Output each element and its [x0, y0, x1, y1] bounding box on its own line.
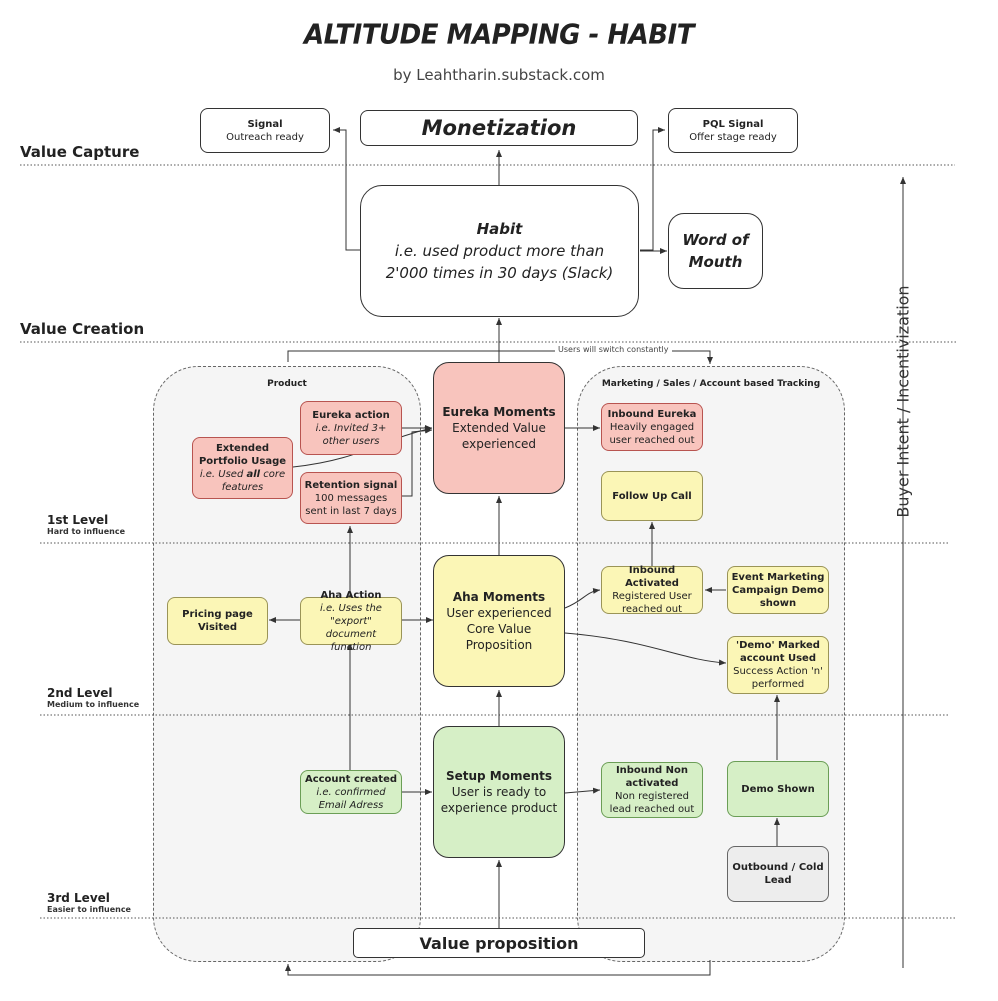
inbound-non-title: Inbound Non activated	[615, 765, 689, 789]
demo-shown-label: Demo Shown	[741, 783, 815, 795]
aha-action-box: Aha Action i.e. Uses the "export" docume…	[300, 590, 402, 653]
monetization-box: Monetization	[360, 110, 638, 146]
pricing-label: Pricing page Visited	[182, 609, 253, 633]
event-marketing-label: Event Marketing Campaign Demo shown	[731, 571, 825, 609]
aha-moments-box: Aha Moments User experienced Core Value …	[433, 555, 565, 687]
inbound-eureka-title: Inbound Eureka	[607, 408, 697, 420]
account-title: Account created	[304, 773, 398, 785]
inbound-eureka-box: Inbound Eureka Heavily engaged user reac…	[601, 403, 703, 451]
account-created-box: Account created i.e. confirmed Email Adr…	[300, 770, 402, 814]
page-title: ALTITUDE MAPPING - HABIT	[304, 19, 694, 51]
word-of-mouth-box: Word of Mouth	[668, 213, 763, 289]
level-3-note: Easier to influence	[47, 905, 131, 914]
eureka-action-title: Eureka action	[312, 409, 390, 421]
level-2-name: 2nd Level	[47, 686, 113, 700]
retention-text: 100 messages sent in last 7 days	[305, 492, 397, 517]
inbound-activated-title: Inbound Activated	[625, 565, 679, 589]
marketing-region-title: Marketing / Sales / Account based Tracki…	[601, 379, 821, 389]
monetization-label: Monetization	[421, 115, 577, 140]
eureka-moments-text: Extended Value experienced	[452, 421, 546, 451]
extended-portfolio-text: i.e. Used all core features	[199, 469, 286, 493]
setup-moments-text: User is ready to experience product	[440, 785, 558, 815]
page-subtitle: by Leahtharin.substack.com	[393, 66, 605, 84]
aha-action-title: Aha Action	[320, 589, 382, 601]
aha-moments-title: Aha Moments	[452, 590, 546, 604]
zone-label-value-creation: Value Creation	[20, 320, 145, 338]
signal-title: Signal	[247, 118, 283, 130]
inbound-non-activated-box: Inbound Non activated Non registered lea…	[601, 762, 703, 818]
inbound-non-text: Non registered lead reached out	[609, 791, 695, 815]
extended-portfolio-title: Extended Portfolio Usage	[198, 443, 287, 467]
follow-up-label: Follow Up Call	[612, 490, 692, 502]
level-2-label: 2nd Level Medium to influence	[47, 687, 139, 711]
demo-shown-box: Demo Shown	[727, 761, 829, 817]
level-1-label: 1st Level Hard to influence	[47, 514, 125, 538]
inbound-eureka-text: Heavily engaged user reached out	[609, 421, 695, 446]
aha-action-text: i.e. Uses the "export" document function	[320, 602, 382, 653]
eureka-action-text: i.e. Invited 3+ other users	[315, 422, 387, 447]
pricing-page-box: Pricing page Visited	[167, 597, 268, 645]
switch-note: Users will switch constantly	[555, 345, 672, 354]
event-marketing-box: Event Marketing Campaign Demo shown	[727, 566, 829, 614]
pql-text: Offer stage ready	[689, 131, 777, 143]
follow-up-call-box: Follow Up Call	[601, 471, 703, 521]
eureka-moments-box: Eureka Moments Extended Value experience…	[433, 362, 565, 494]
account-text: i.e. confirmed Email Adress	[316, 786, 386, 811]
habit-title: Habit	[476, 220, 523, 238]
level-3-label: 3rd Level Easier to influence	[47, 892, 131, 916]
demo-marked-box: 'Demo' Marked account Used Success Actio…	[727, 636, 829, 694]
zone-label-value-capture: Value Capture	[20, 143, 140, 161]
level-2-note: Medium to influence	[47, 700, 140, 709]
signal-text: Outreach ready	[226, 131, 304, 143]
pql-title: PQL Signal	[702, 118, 764, 130]
habit-box: Habit i.e. used product more than 2'000 …	[360, 185, 639, 317]
setup-moments-box: Setup Moments User is ready to experienc…	[433, 726, 565, 858]
inbound-activated-text: Registered User reached out	[612, 591, 692, 615]
outbound-label: Outbound / Cold Lead	[732, 862, 824, 886]
eureka-moments-title: Eureka Moments	[442, 405, 556, 419]
word-of-mouth-label: Word of Mouth	[682, 231, 749, 271]
level-1-name: 1st Level	[47, 513, 109, 527]
signal-box: Signal Outreach ready	[200, 108, 330, 153]
aha-moments-text: User experienced Core Value Proposition	[446, 606, 552, 652]
level-1-note: Hard to influence	[47, 527, 126, 536]
demo-marked-text: Success Action 'n' performed	[733, 666, 823, 690]
pql-signal-box: PQL Signal Offer stage ready	[668, 108, 798, 153]
level-3-name: 3rd Level	[47, 891, 110, 905]
retention-signal-box: Retention signal 100 messages sent in la…	[300, 472, 402, 524]
inbound-activated-box: Inbound Activated Registered User reache…	[601, 565, 703, 615]
eureka-action-box: Eureka action i.e. Invited 3+ other user…	[300, 401, 402, 455]
value-proposition-box: Value proposition	[353, 928, 645, 958]
extended-portfolio-box: Extended Portfolio Usage i.e. Used all c…	[192, 437, 293, 499]
demo-marked-title: 'Demo' Marked account Used	[736, 640, 820, 664]
habit-text: i.e. used product more than 2'000 times …	[385, 242, 614, 282]
product-region-title: Product	[267, 379, 307, 389]
buyer-intent-label: Buyer Intent / Incentivization	[893, 285, 913, 518]
retention-title: Retention signal	[304, 479, 398, 491]
setup-moments-title: Setup Moments	[445, 769, 553, 783]
value-proposition-label: Value proposition	[419, 933, 579, 953]
outbound-cold-lead-box: Outbound / Cold Lead	[727, 846, 829, 902]
